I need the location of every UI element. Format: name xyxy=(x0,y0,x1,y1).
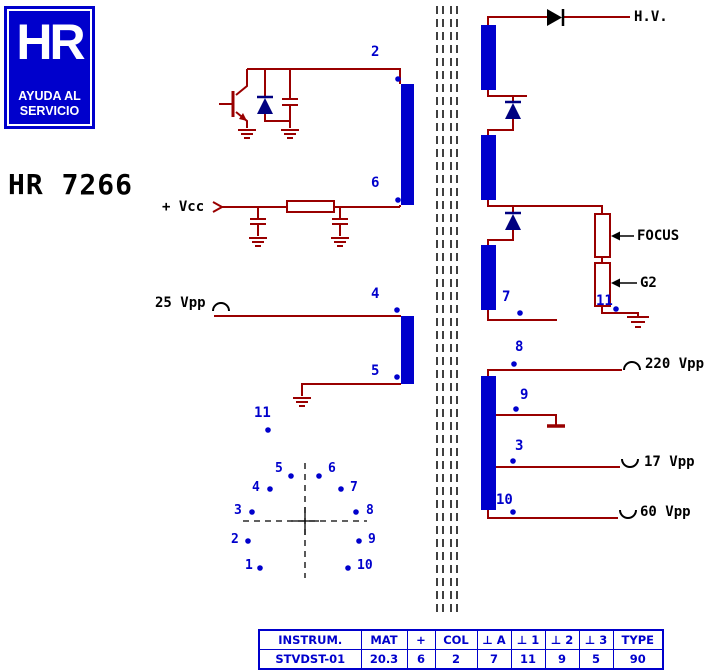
label-60vpp: 60 Vpp xyxy=(640,504,691,520)
focus-potentiometer-icon xyxy=(594,213,611,258)
label-focus: FOCUS xyxy=(637,228,680,244)
pin4-dot xyxy=(394,307,400,313)
hr-logo-tagline-line2: SERVICIO xyxy=(19,104,80,118)
spec-table: INSTRUM. MAT + COL ⊥ A ⊥ 1 ⊥ 2 ⊥ 3 TYPE … xyxy=(258,629,664,670)
negative-pulse-17vpp-icon xyxy=(621,458,639,468)
hr-logo-tagline-line1: AYUDA AL xyxy=(18,89,81,103)
hr-logo-inner: HR AYUDA AL SERVICIO xyxy=(9,11,90,124)
label-vcc: + Vcc xyxy=(162,199,205,215)
pinout-pin-dots xyxy=(245,473,362,571)
waveform-symbols xyxy=(212,302,641,519)
g2-potentiometer-icon xyxy=(594,262,611,307)
g2-wiper-arrow-icon xyxy=(611,278,637,288)
col-header-gnd-3: ⊥ 3 xyxy=(578,629,614,650)
pinout-label-10: 10 xyxy=(357,558,373,573)
secondary-wiring xyxy=(487,16,649,519)
cell-instrum: STVDST-01 xyxy=(258,649,362,670)
pin2-dot xyxy=(395,76,401,82)
label-25vpp: 25 Vpp xyxy=(155,295,206,311)
pin-label-2: 2 xyxy=(371,44,380,60)
pin-label-5: 5 xyxy=(371,363,380,379)
pin6-dot xyxy=(395,197,401,203)
pinout-label-5: 5 xyxy=(275,461,283,476)
secondary-winding-hv-1 xyxy=(481,25,496,90)
primary-wiring xyxy=(212,68,401,407)
label-hv: H.V. xyxy=(634,9,668,25)
pinout-label-1: 1 xyxy=(245,558,253,573)
primary-winding-top xyxy=(401,84,414,205)
pinout-center-cross-icon xyxy=(291,507,319,535)
positive-pulse-220vpp-icon xyxy=(623,361,641,371)
pin11-right-dot xyxy=(613,306,619,312)
col-header-gnd-1: ⊥ 1 xyxy=(510,629,546,650)
pin9-dot xyxy=(513,406,519,412)
label-17vpp: 17 Vpp xyxy=(644,454,695,470)
primary-winding-bottom xyxy=(401,316,414,384)
pin8-dot xyxy=(511,361,517,367)
col-header-gnd-2: ⊥ 2 xyxy=(544,629,580,650)
pinout-label-2: 2 xyxy=(231,532,239,547)
pin3-dot xyxy=(510,458,516,464)
cell-mat: 20.3 xyxy=(360,649,408,670)
pinout-label-9: 9 xyxy=(368,532,376,547)
pin-label-11-left: 11 xyxy=(254,405,271,421)
negative-pulse-60vpp-icon xyxy=(619,509,637,519)
cell-gnd-a: 7 xyxy=(476,649,512,670)
page-title: HR 7266 xyxy=(8,168,134,201)
pinout-label-7: 7 xyxy=(350,480,358,495)
pinout-label-8: 8 xyxy=(366,503,374,518)
col-header-mat: MAT xyxy=(360,629,408,650)
transistor-emitter-arrow-icon xyxy=(239,113,247,121)
spec-table-data-row: STVDST-01 20.3 6 2 7 11 9 5 90 xyxy=(258,649,664,670)
secondary-diode-1-icon xyxy=(505,100,521,119)
col-header-type: TYPE xyxy=(612,629,664,650)
secondary-diode-2-icon xyxy=(505,211,521,230)
hr-logo: HR AYUDA AL SERVICIO xyxy=(4,6,95,129)
cell-type: 90 xyxy=(612,649,664,670)
damper-diode-icon xyxy=(257,95,273,114)
col-header-plus: + xyxy=(406,629,436,650)
hr-logo-monogram: HR xyxy=(16,14,85,70)
pin7-dot xyxy=(517,310,523,316)
pin11-left-dot xyxy=(265,427,271,433)
col-header-instrum: INSTRUM. xyxy=(258,629,362,650)
pin-label-3: 3 xyxy=(515,438,524,454)
label-220vpp: 220 Vpp xyxy=(645,356,705,372)
label-g2: G2 xyxy=(640,275,657,291)
pin-label-9: 9 xyxy=(520,387,529,403)
pin10-dot xyxy=(510,509,516,515)
col-header-col: COL xyxy=(434,629,478,650)
focus-wiper-arrow-icon xyxy=(611,231,634,241)
positive-pulse-25vpp-icon xyxy=(212,302,230,312)
pinout-label-6: 6 xyxy=(328,461,336,476)
resistor-icon xyxy=(286,200,335,213)
pinout-label-4: 4 xyxy=(252,480,260,495)
pin-label-7: 7 xyxy=(502,289,511,305)
cell-gnd-2: 9 xyxy=(544,649,580,670)
pin-label-8: 8 xyxy=(515,339,524,355)
cell-plus: 6 xyxy=(406,649,436,670)
secondary-winding-aux xyxy=(481,376,496,510)
schematic-pin-dots xyxy=(265,76,619,515)
secondary-winding-hv-3 xyxy=(481,245,496,310)
pin-label-4: 4 xyxy=(371,286,380,302)
spec-table-header-row: INSTRUM. MAT + COL ⊥ A ⊥ 1 ⊥ 2 ⊥ 3 TYPE xyxy=(258,629,664,650)
secondary-winding-hv-2 xyxy=(481,135,496,200)
pin-label-10: 10 xyxy=(496,492,513,508)
col-header-gnd-a: ⊥ A xyxy=(476,629,512,650)
cell-gnd-3: 5 xyxy=(578,649,614,670)
pin5-dot xyxy=(394,374,400,380)
hv-rectifier-diode-icon xyxy=(547,9,565,26)
pin-label-11-right: 11 xyxy=(596,293,613,309)
transformer-core-icon xyxy=(436,6,458,612)
hr-logo-tagline: AYUDA AL SERVICIO xyxy=(18,89,81,119)
pin-label-6: 6 xyxy=(371,175,380,191)
cell-gnd-1: 11 xyxy=(510,649,546,670)
cell-col: 2 xyxy=(434,649,478,670)
pinout-diagram xyxy=(243,463,367,578)
pinout-label-3: 3 xyxy=(234,503,242,518)
